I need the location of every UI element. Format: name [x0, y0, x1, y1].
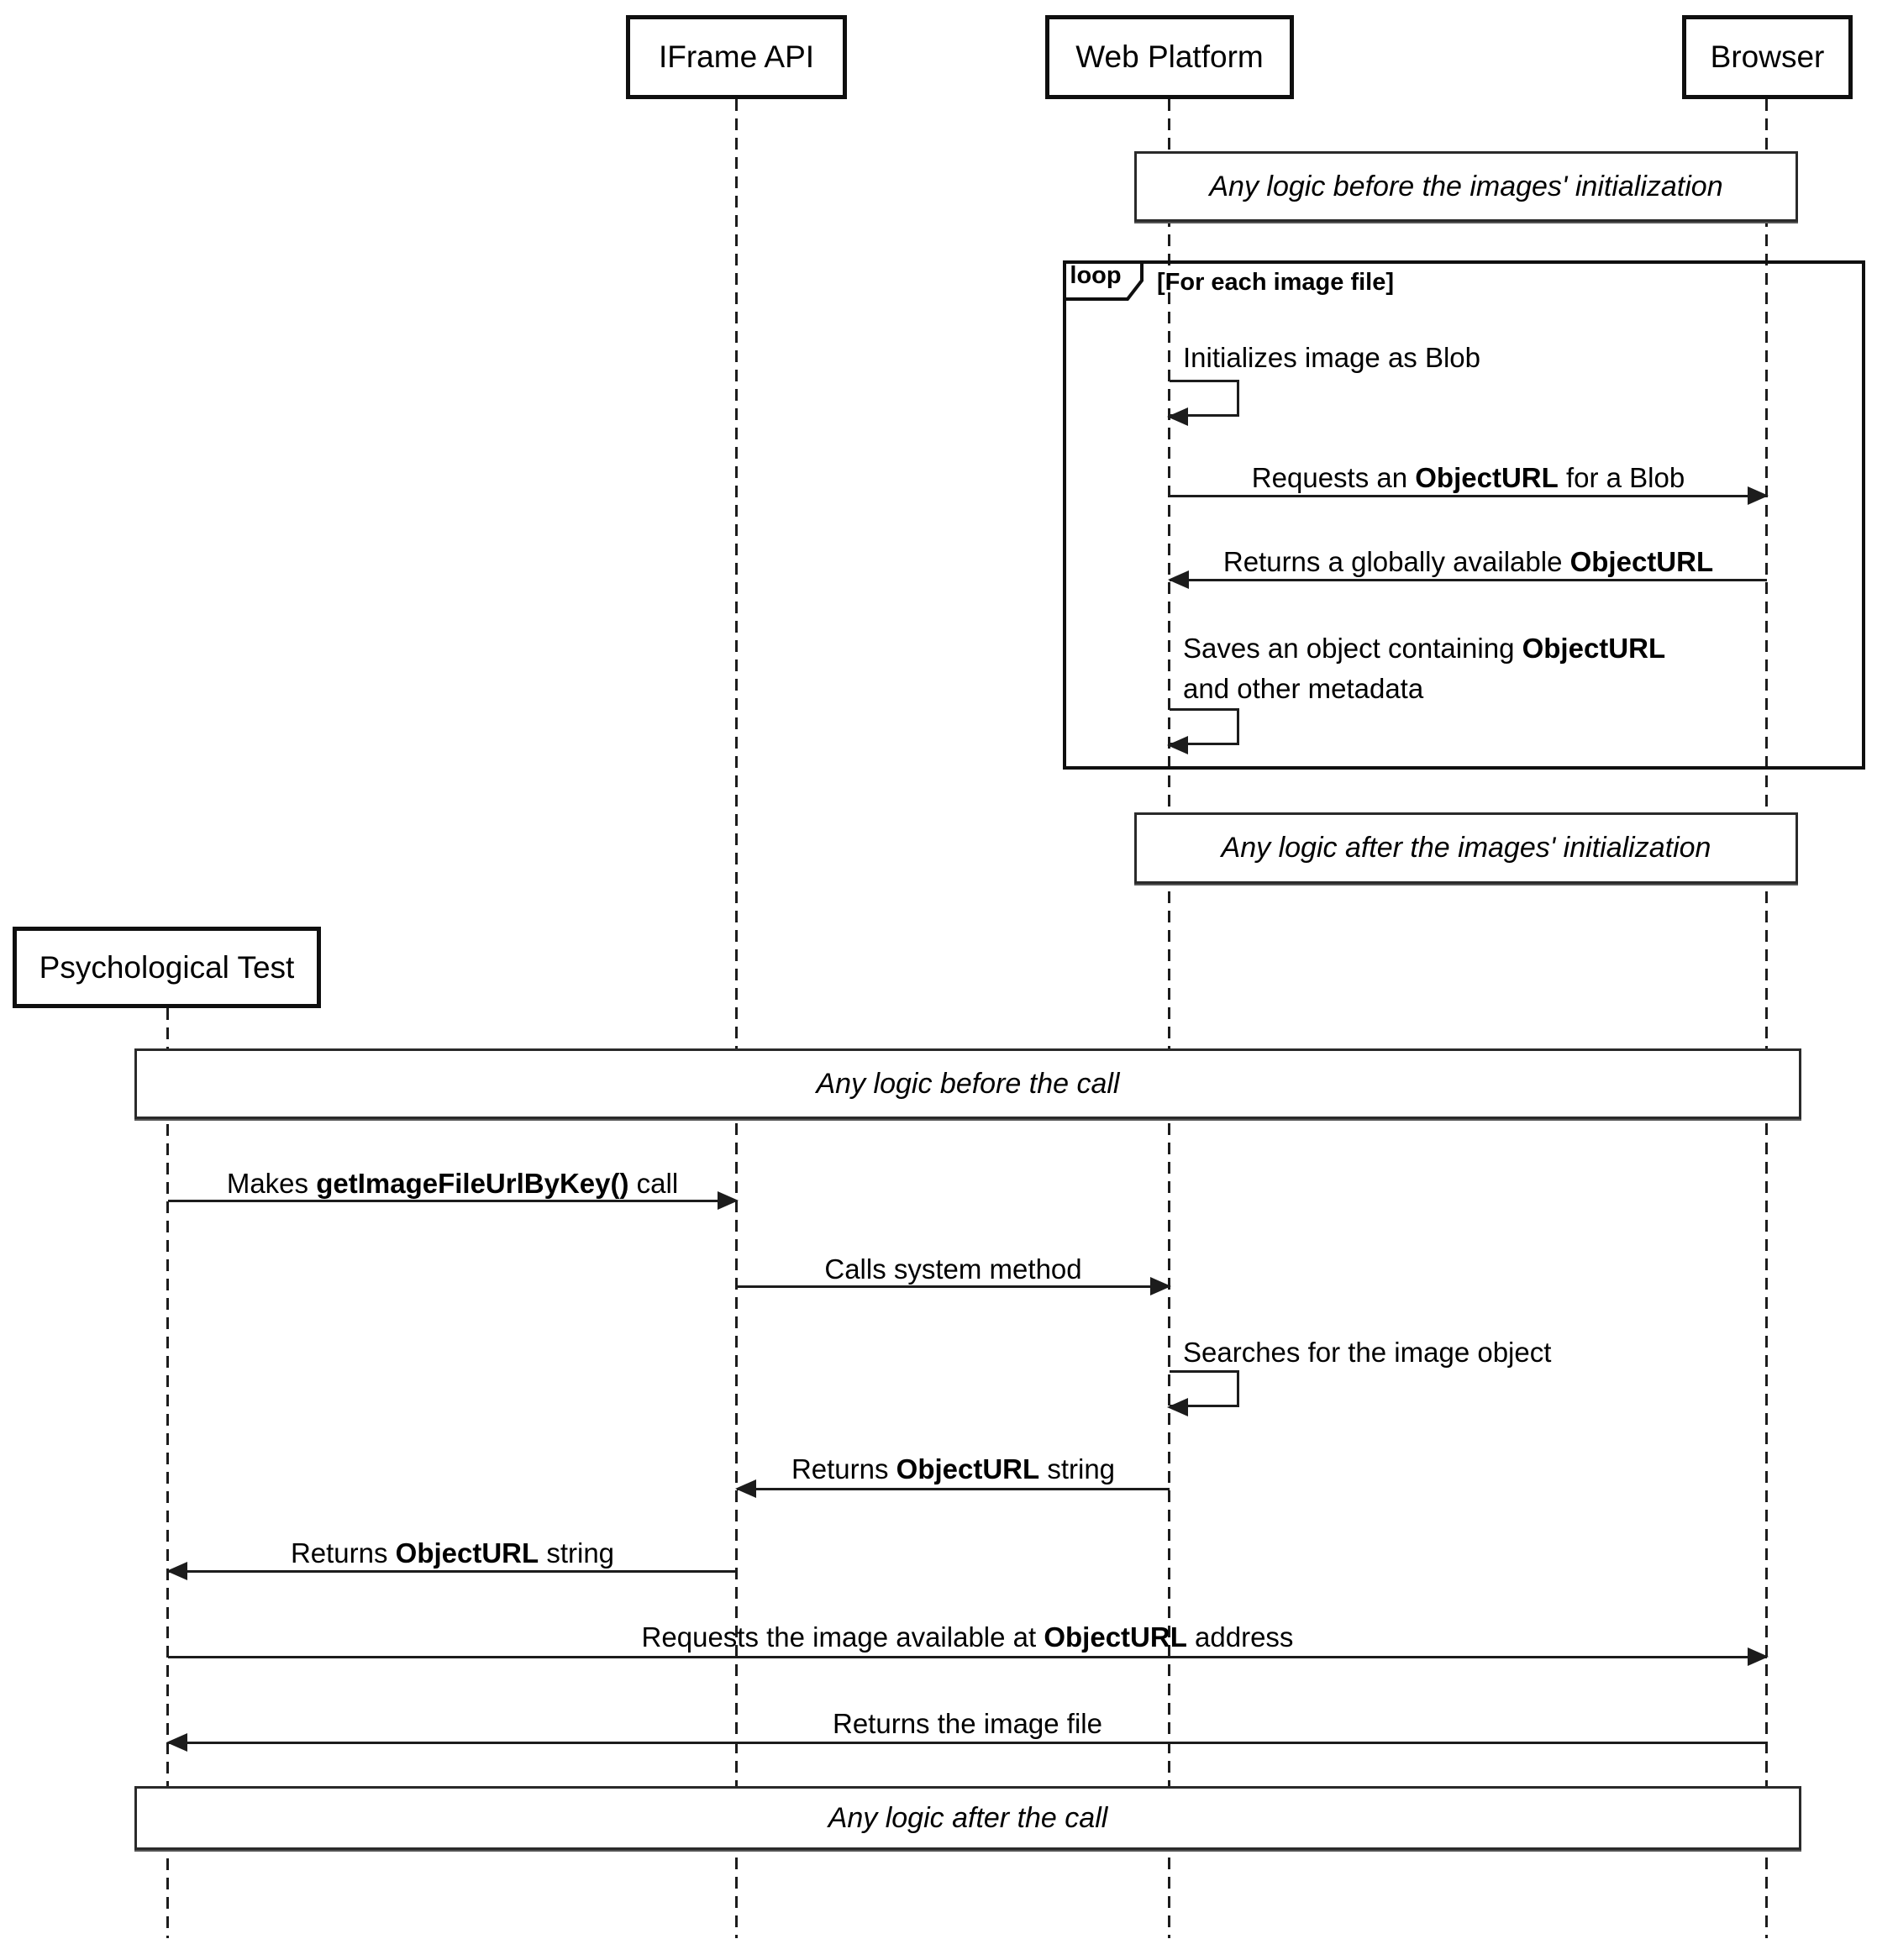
note-after-init: Any logic after the images' initializati…	[1134, 812, 1798, 884]
message-init-blob-self-arrow	[1167, 380, 1239, 426]
note-before-call: Any logic before the call	[134, 1048, 1801, 1119]
participant-psychological-test: Psychological Test	[13, 927, 321, 1008]
message-returns-string-if-arrow	[735, 1479, 1170, 1498]
message-init-blob-label: Initializes image as Blob	[1183, 342, 1481, 373]
message-returns-string-pt-label: Returns ObjectURL string	[290, 1537, 615, 1569]
note-after-init-text: Any logic after the images' initializati…	[1221, 832, 1711, 864]
lifeline-web-platform	[1168, 99, 1170, 1938]
loop-label: loop	[1070, 262, 1122, 289]
lifeline-psychological-test	[166, 1008, 169, 1938]
participant-iframe-api: IFrame API	[626, 15, 847, 99]
message-makes-call-label: Makes getImageFileUrlByKey() call	[226, 1168, 679, 1199]
message-saves-object-label: Saves an object containing ObjectURL and…	[1183, 628, 1665, 709]
message-requests-image-label: Requests the image available at ObjectUR…	[641, 1621, 1294, 1653]
message-makes-call-arrow	[168, 1191, 739, 1210]
message-return-objecturl-arrow	[1168, 570, 1767, 589]
message-saves-object-line2: and other metadata	[1183, 673, 1424, 704]
note-after-call: Any logic after the call	[134, 1786, 1801, 1850]
lifeline-iframe-api	[735, 99, 738, 1938]
note-before-init-text: Any logic before the images' initializat…	[1209, 170, 1723, 202]
message-returns-file-label: Returns the image file	[833, 1708, 1102, 1739]
participant-web-platform: Web Platform	[1045, 15, 1294, 99]
message-returns-string-if-label: Returns ObjectURL string	[791, 1453, 1116, 1484]
participant-browser-label: Browser	[1710, 39, 1825, 74]
participant-iframe-api-label: IFrame API	[658, 39, 815, 74]
message-returns-string-pt-arrow	[166, 1562, 737, 1580]
lifeline-browser	[1765, 99, 1768, 1938]
message-searches-label: Searches for the image object	[1183, 1337, 1552, 1368]
note-before-call-text: Any logic before the call	[816, 1067, 1120, 1100]
message-saves-object-line1: Saves an object containing ObjectURL	[1183, 633, 1666, 664]
message-return-objecturl-label: Returns a globally available ObjectURL	[1222, 546, 1714, 577]
message-request-objecturl-arrow	[1170, 486, 1769, 505]
message-calls-system-label: Calls system method	[824, 1253, 1082, 1285]
loop-tab-shape	[1063, 260, 1144, 301]
loop-guard: [For each image file]	[1157, 269, 1395, 296]
participant-web-platform-label: Web Platform	[1075, 39, 1264, 74]
note-after-call-text: Any logic after the call	[828, 1801, 1108, 1834]
message-saves-object-self-arrow	[1167, 708, 1239, 754]
message-request-objecturl-label: Requests an ObjectURL for a Blob	[1251, 462, 1685, 493]
loop-frame: loop [For each image file]	[1063, 260, 1865, 770]
note-before-init: Any logic before the images' initializat…	[1134, 151, 1798, 222]
loop-tab: loop	[1063, 260, 1144, 301]
message-calls-system-arrow	[737, 1277, 1171, 1295]
message-requests-image-arrow	[168, 1647, 1769, 1666]
message-searches-self-arrow	[1167, 1370, 1239, 1416]
participant-psychological-test-label: Psychological Test	[39, 949, 295, 985]
participant-browser: Browser	[1682, 15, 1853, 99]
message-returns-file-arrow	[166, 1733, 1767, 1752]
